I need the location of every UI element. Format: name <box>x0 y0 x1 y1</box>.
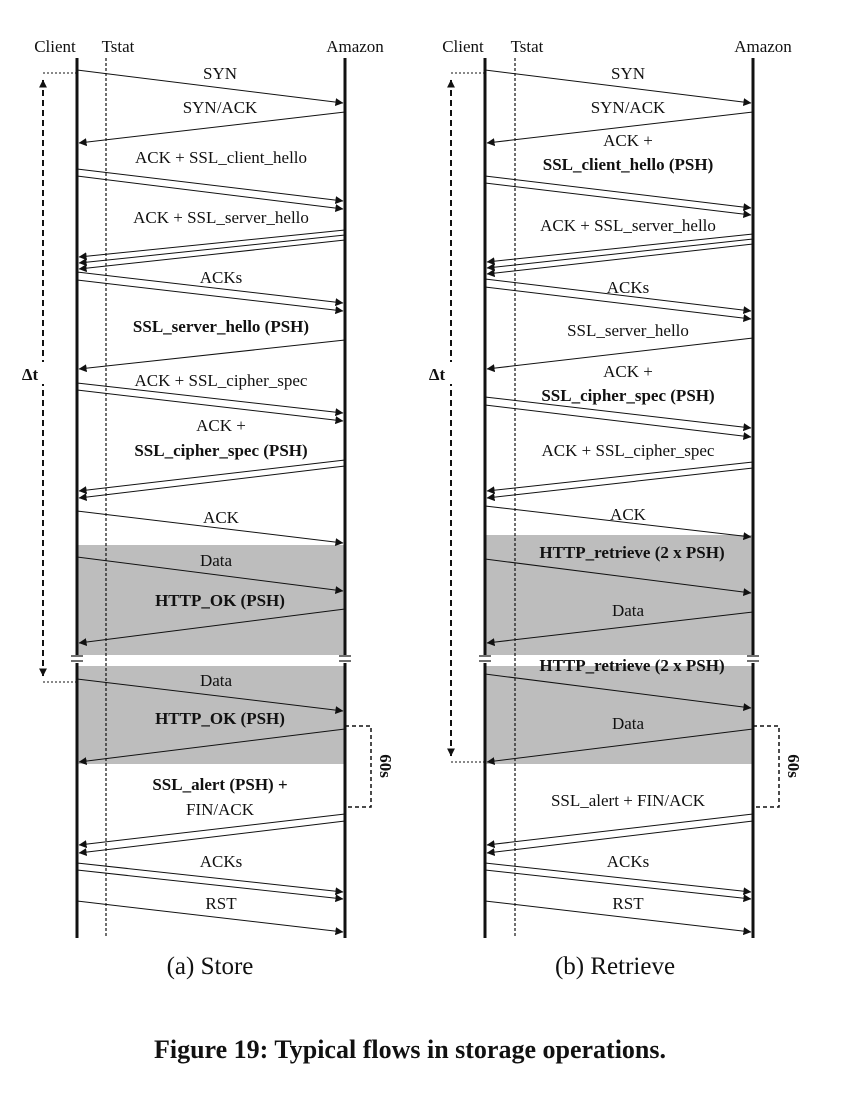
retrieve-msg-http-retrieve-1: HTTP_retrieve (2 x PSH) <box>539 543 724 562</box>
store-client-break-mark <box>71 655 83 663</box>
store-arrow-synack <box>78 111 346 147</box>
retrieve-shaded-region-1 <box>485 535 753 655</box>
store-arrows-cipher-spec <box>76 382 344 425</box>
store-arrows-client-hello <box>76 168 344 213</box>
store-arrow-http-ok-1 <box>78 608 346 647</box>
store-arrow-ack <box>76 510 344 547</box>
store-msg-data-2: Data <box>200 671 233 690</box>
store-msg-ssl-server-hello-psh: SSL_server_hello (PSH) <box>133 317 309 336</box>
retrieve-msg-synack: SYN/ACK <box>591 98 666 117</box>
store-arrow-http-ok-2 <box>78 728 346 766</box>
retrieve-msg-cipher-spec-psh-line2: SSL_cipher_spec (PSH) <box>541 386 714 405</box>
store-arrows-final-acks <box>76 862 344 903</box>
retrieve-delta-t-label: Δt <box>429 365 446 384</box>
store-amazon-break-mark <box>339 655 351 663</box>
store-header-tstat: Tstat <box>102 37 135 56</box>
store-msg-cipher-spec-psh-line2: SSL_cipher_spec (PSH) <box>134 441 307 460</box>
retrieve-arrows-cipher-spec-psh <box>484 396 752 441</box>
retrieve-msg-final-acks: ACKs <box>607 852 650 871</box>
retrieve-msg-server-hello: ACK + SSL_server_hello <box>540 216 716 235</box>
retrieve-arrow-rst <box>484 900 752 936</box>
retrieve-delta-t-arrow <box>425 72 485 763</box>
store-delta-t-arrow <box>30 72 77 683</box>
store-shaded-region-1 <box>77 545 345 655</box>
store-panel-caption: (a) Store <box>167 953 254 980</box>
retrieve-msg-syn: SYN <box>611 64 645 83</box>
retrieve-arrow-http-retrieve-2 <box>484 673 752 712</box>
store-delta-t-label: Δt <box>22 365 39 384</box>
store-timeout-label: 60s <box>376 754 395 778</box>
store-header-amazon: Amazon <box>326 37 384 56</box>
retrieve-timeout-label: 60s <box>784 754 803 778</box>
retrieve-arrow-synack <box>486 111 754 147</box>
store-msg-ssl-alert-line2: FIN/ACK <box>186 800 255 819</box>
retrieve-msg-http-retrieve-2: HTTP_retrieve (2 x PSH) <box>539 656 724 675</box>
store-msg-client-hello: ACK + SSL_client_hello <box>135 148 307 167</box>
store-msg-ack: ACK <box>203 508 240 527</box>
store-msg-data-1: Data <box>200 551 233 570</box>
retrieve-arrow-ssl-server-hello <box>486 337 754 373</box>
store-arrow-ssl-server-hello-psh <box>78 339 346 373</box>
panel-store: Client Tstat Amazon Δt 60s <box>22 37 395 980</box>
retrieve-arrow-syn <box>484 69 752 107</box>
retrieve-arrows-client-hello <box>484 175 752 219</box>
store-msg-syn: SYN <box>203 64 237 83</box>
retrieve-amazon-break-mark <box>747 655 759 663</box>
retrieve-msg-data-1: Data <box>612 601 645 620</box>
retrieve-client-break-mark <box>479 655 491 663</box>
retrieve-panel-caption: (b) Retrieve <box>555 953 675 980</box>
retrieve-header-tstat: Tstat <box>511 37 544 56</box>
retrieve-msg-client-hello-line2: SSL_client_hello (PSH) <box>543 155 713 174</box>
retrieve-arrows-acks <box>484 278 752 323</box>
store-msg-http-ok-2: HTTP_OK (PSH) <box>155 709 285 728</box>
store-arrow-data-2 <box>76 678 344 715</box>
store-msg-ssl-alert-line1: SSL_alert (PSH) + <box>152 775 287 794</box>
retrieve-arrows-ssl-alert-fin <box>486 813 754 857</box>
store-msg-server-hello: ACK + SSL_server_hello <box>133 208 309 227</box>
retrieve-header-client: Client <box>442 37 484 56</box>
retrieve-timeout-bracket <box>753 725 780 808</box>
store-arrow-data-1 <box>76 556 344 595</box>
retrieve-msg-data-2: Data <box>612 714 645 733</box>
store-arrows-acks <box>76 271 344 315</box>
store-msg-synack: SYN/ACK <box>183 98 258 117</box>
retrieve-arrows-final-acks <box>484 862 752 903</box>
store-msg-acks: ACKs <box>200 268 243 287</box>
retrieve-arrows-cipher-spec <box>486 461 754 502</box>
store-header-client: Client <box>34 37 76 56</box>
retrieve-msg-ssl-alert: SSL_alert + FIN/ACK <box>551 791 706 810</box>
store-arrows-ssl-alert-fin <box>78 813 346 857</box>
retrieve-arrow-data-1 <box>486 611 754 647</box>
retrieve-msg-client-hello-line1: ACK + <box>603 131 653 150</box>
retrieve-msg-cipher-spec: ACK + SSL_cipher_spec <box>542 441 715 460</box>
retrieve-header-amazon: Amazon <box>734 37 792 56</box>
retrieve-arrow-ack <box>484 505 752 541</box>
retrieve-msg-acks: ACKs <box>607 278 650 297</box>
retrieve-shaded-region-2 <box>485 666 753 764</box>
retrieve-msg-cipher-spec-psh-line1: ACK + <box>603 362 653 381</box>
store-arrows-server-hello <box>78 229 346 273</box>
store-msg-final-acks: ACKs <box>200 852 243 871</box>
retrieve-msg-ack: ACK <box>610 505 647 524</box>
store-msg-http-ok-1: HTTP_OK (PSH) <box>155 591 285 610</box>
retrieve-msg-ssl-server-hello: SSL_server_hello <box>567 321 689 340</box>
figure-caption: Figure 19: Typical flows in storage oper… <box>154 1035 666 1064</box>
store-msg-cipher-spec: ACK + SSL_cipher_spec <box>135 371 308 390</box>
retrieve-msg-rst: RST <box>612 894 644 913</box>
panel-retrieve: Client Tstat Amazon Δt 60s <box>425 37 803 980</box>
retrieve-arrow-http-retrieve-1 <box>484 558 752 597</box>
store-msg-rst: RST <box>205 894 237 913</box>
store-arrow-rst <box>76 900 344 936</box>
store-arrows-cipher-spec-psh <box>78 459 346 502</box>
retrieve-arrows-server-hello <box>486 233 754 278</box>
store-arrow-syn <box>76 69 344 107</box>
store-shaded-region-2 <box>77 666 345 764</box>
store-timeout-bracket <box>345 725 372 808</box>
retrieve-arrow-data-2 <box>486 728 754 766</box>
store-msg-cipher-spec-psh-line1: ACK + <box>196 416 246 435</box>
